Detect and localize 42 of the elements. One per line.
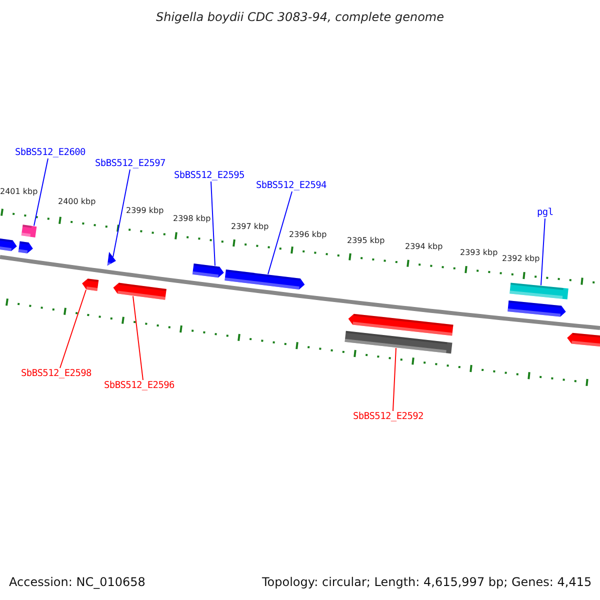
leader-line — [112, 169, 130, 258]
gene-feature — [567, 332, 600, 348]
gene-block — [510, 282, 568, 300]
scale-label: 2401 kbp — [0, 188, 38, 196]
gene-block — [21, 224, 37, 238]
scale-label: 2400 kbp — [58, 198, 96, 206]
leader-line — [392, 348, 396, 412]
gene-feature — [0, 238, 17, 252]
scale-label: 2396 kbp — [289, 231, 327, 239]
scale-label: 2392 kbp — [502, 255, 540, 263]
gene-block — [344, 330, 452, 354]
gene-feature — [224, 270, 305, 290]
gene-name: SbBS512_E2595 — [174, 171, 244, 180]
gene-name: SbBS512_E2596 — [104, 381, 174, 390]
leader-line — [210, 181, 216, 266]
scale-label: 2394 kbp — [405, 243, 443, 251]
gene-feature — [508, 300, 566, 317]
title: Shigella boydii CDC 3083-94, complete genome — [154, 11, 446, 23]
leader-line — [540, 218, 546, 286]
scale-label: 2397 kbp — [231, 223, 269, 231]
footer-text: Accession: NC_010658 — [9, 576, 146, 588]
gene-feature — [348, 314, 454, 336]
footer-text: Topology: circular; Length: 4,615,997 bp; Genes: 4,415 — [262, 576, 592, 588]
scale-label: 2399 kbp — [126, 207, 164, 215]
gene-name: SbBS512_E2600 — [15, 148, 86, 158]
gene-name: SbBS512_E2592 — [353, 412, 424, 422]
gene-feature — [107, 252, 116, 266]
gene-feature — [18, 241, 33, 254]
scale-label: 2393 kbp — [460, 249, 498, 257]
scale-label: 2398 kbp — [173, 215, 211, 223]
leader-line — [60, 289, 86, 368]
gene-feature — [192, 263, 224, 278]
gene-name: SbBS512_E2594 — [256, 181, 326, 190]
gene-name: SbBS512_E2598 — [21, 369, 92, 378]
gene-feature — [82, 278, 99, 291]
leader-line — [34, 158, 48, 226]
leader-line — [132, 296, 144, 380]
leader-line — [268, 191, 292, 275]
gene-feature — [113, 282, 166, 300]
scale-label: 2395 kbp — [347, 237, 385, 245]
gene-name: SbBS512_E2597 — [95, 159, 166, 168]
gene-name: pgl — [537, 208, 554, 218]
